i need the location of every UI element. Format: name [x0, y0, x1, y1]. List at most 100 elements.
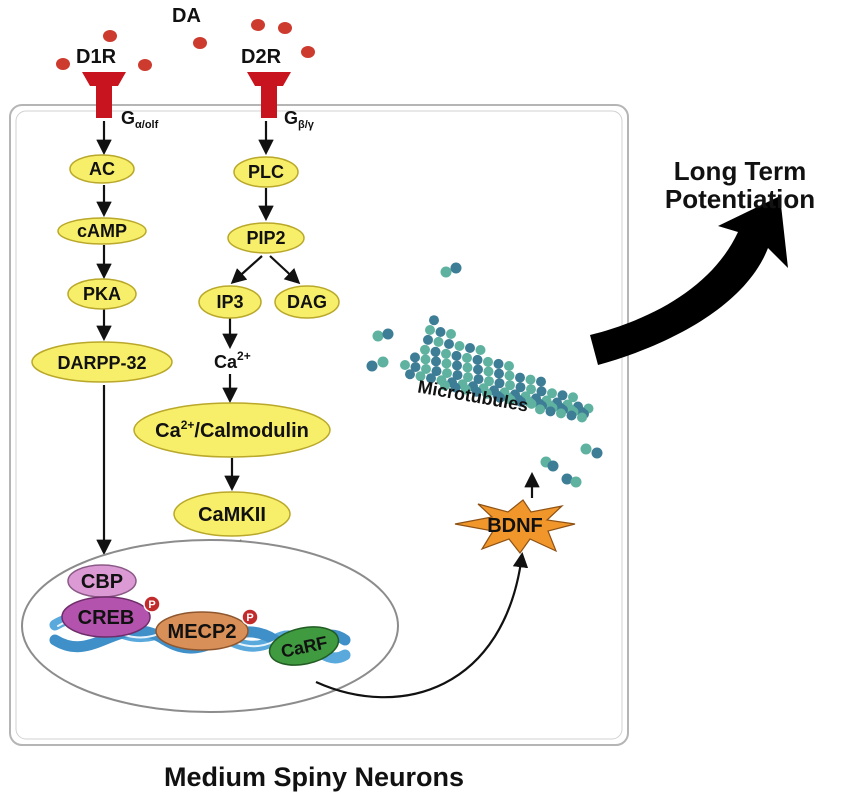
tubulin-dot: [483, 356, 493, 367]
dopamine-dot: [103, 30, 117, 42]
nucleus-to-bdnf-arrow: [315, 551, 529, 699]
dopamine-molecules: [56, 19, 315, 71]
tubulin-dot: [494, 368, 504, 379]
pka-node: [67, 278, 137, 310]
tubulin-dot: [516, 396, 526, 407]
d2r-label: D2R: [241, 46, 282, 68]
ltp-line1: Long Term: [674, 156, 806, 186]
tubulin-dot: [570, 476, 582, 488]
tubulin-dot: [442, 368, 452, 379]
mecp2-phospho-label: P: [246, 612, 253, 624]
tubulin-dot: [431, 366, 442, 377]
tubulin-dot: [446, 329, 456, 339]
tubulin-dot: [465, 343, 475, 353]
ltp-arrow: [590, 196, 788, 365]
tubulin-dot: [420, 354, 431, 365]
tubulin-dot: [423, 334, 433, 345]
tubulin-dot: [536, 376, 546, 387]
g-beta-gamma-label: Gβ/γ: [284, 108, 315, 131]
bdnf-burst: [454, 499, 576, 555]
tubulin-dot: [482, 388, 492, 399]
tubulin-dot: [515, 382, 526, 393]
tubulin-dot: [525, 374, 536, 385]
tubulin-dot: [484, 376, 494, 387]
tubulin-dot: [462, 352, 472, 363]
tubulin-dot: [561, 473, 573, 485]
ip3-node: [198, 285, 262, 319]
d1r-label: D1R: [76, 46, 117, 68]
ac-label: AC: [89, 159, 115, 179]
bdnf-label: BDNF: [487, 515, 543, 537]
tubulin-dot: [471, 386, 482, 397]
tubulin-dot: [505, 394, 516, 405]
creb-protein: [61, 596, 151, 638]
arrow: [230, 255, 263, 285]
left-pathway: AC cAMP PKA DARPP-32: [31, 154, 173, 383]
tubulin-dot: [430, 346, 441, 357]
dopamine-dot: [301, 46, 315, 58]
tubulin-dot: [473, 374, 484, 385]
calmodulin-node: [133, 402, 331, 458]
tubulin-dot: [410, 362, 421, 372]
dopamine-label: DA: [172, 5, 201, 27]
plc-node: [233, 156, 299, 188]
tubulin-dot: [504, 370, 515, 381]
tubulin-dot: [431, 356, 441, 367]
d2r-receptor: [247, 72, 291, 118]
tubulin-dot: [494, 378, 505, 389]
darpp32-node: [31, 341, 173, 383]
carf-protein: [268, 626, 340, 666]
tubulin-dot: [493, 358, 504, 369]
footer-title: Medium Spiny Neurons: [164, 762, 464, 792]
tubulin-dot: [440, 380, 450, 391]
tubulin-dot: [425, 325, 435, 335]
camkii-label: CaMKII: [198, 504, 266, 526]
tubulin-dot: [420, 344, 430, 355]
creb-label: CREB: [78, 607, 135, 629]
tubulin-dot: [451, 350, 462, 361]
tubulin-dot: [545, 406, 556, 417]
tubulin-dot: [405, 369, 415, 380]
camp-node: [57, 217, 147, 245]
tubulin-dot: [454, 341, 465, 351]
tubulin-dot: [400, 360, 410, 370]
tubulin-dot: [536, 386, 547, 397]
mecp2-label: MECP2: [168, 621, 237, 643]
dopamine-dot: [56, 58, 70, 70]
creb-phospho-label: P: [148, 599, 155, 611]
tubulin-dot: [472, 354, 483, 365]
tubulin-dot: [505, 380, 515, 391]
mecp2-phospho-icon: [241, 608, 259, 626]
tubulin-dot: [463, 372, 473, 383]
tubulin-dot: [452, 360, 462, 371]
tubulin-dot: [421, 364, 431, 374]
tubulin-dot: [526, 398, 537, 409]
creb-phospho-icon: [143, 595, 161, 613]
tubulin-dot: [440, 266, 452, 278]
tubulin-dot: [535, 404, 545, 415]
tubulin-dot: [591, 447, 603, 459]
tubulin-dot: [435, 327, 446, 337]
right-pathway: PLC PIP2 IP3 DAG Ca2+ Ca2+/Calmodulin Ca…: [133, 156, 340, 537]
tubulin-dot: [504, 361, 514, 371]
darpp32-label: DARPP-32: [57, 353, 146, 373]
tubulin-dot: [433, 336, 444, 347]
tubulin-dot: [526, 384, 536, 395]
tubulin-dot: [377, 356, 389, 368]
plc-label: PLC: [248, 162, 284, 182]
cell-membrane-inner: [15, 110, 623, 740]
dopamine-dot: [193, 37, 207, 49]
pip2-label: PIP2: [246, 228, 285, 248]
cbp-label: CBP: [81, 571, 123, 593]
dopamine-dot: [138, 59, 152, 71]
ip3-label: IP3: [216, 292, 243, 312]
tubulin-dot: [450, 262, 462, 274]
tubulin-dot: [547, 460, 559, 472]
tubulin-dot: [547, 388, 557, 399]
tubulin-dot: [462, 362, 473, 373]
dopamine-dot: [251, 19, 265, 31]
camp-label: cAMP: [77, 221, 127, 241]
dag-label: DAG: [287, 292, 327, 312]
